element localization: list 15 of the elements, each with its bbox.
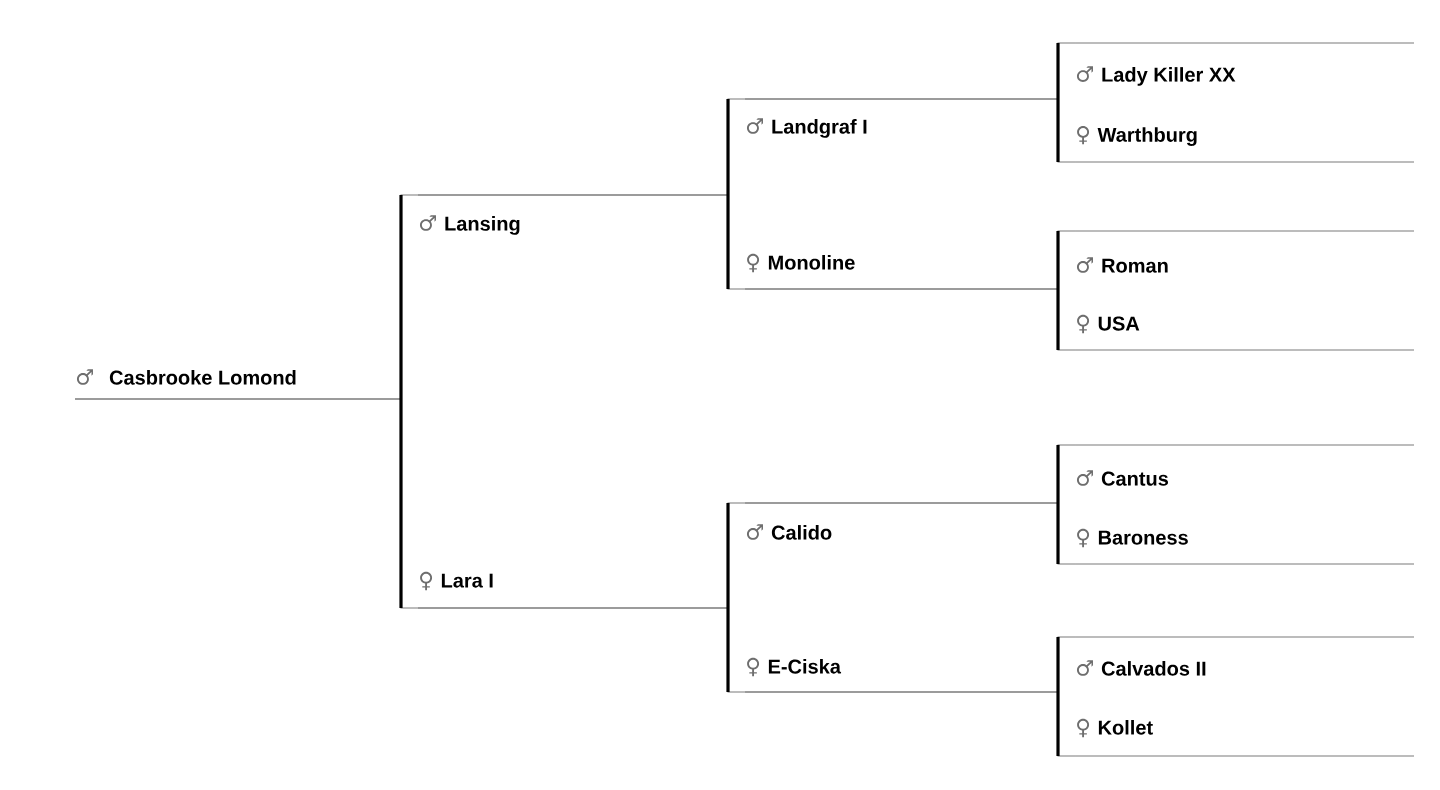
pedigree-entry: ♀ Monoline — [747, 253, 855, 273]
pedigree-entry: ♂ Calido — [746, 524, 832, 540]
pedigree-entry: ♂ Calvados II — [1076, 660, 1206, 676]
pedigree-entry: ♀ E-Ciska — [747, 657, 842, 677]
pedigree-entry: ♂ Lady Killer XX — [1076, 66, 1236, 86]
pedigree-entry: ♀ USA — [1077, 314, 1140, 334]
pedigree-entry: ♀ Warthburg — [1077, 126, 1197, 146]
pedigree-entry: ♂ Landgraf I — [746, 118, 867, 138]
pedigree-entry: ♂ Lansing — [419, 215, 520, 235]
pedigree-entry: ♂ Cantus — [1076, 470, 1168, 486]
pedigree-entry: ♀ Baroness — [1077, 528, 1188, 548]
pedigree-entry: ♀ Kollet — [1077, 718, 1153, 738]
pedigree-entry: ♂ Casbrooke Lomond — [76, 369, 296, 385]
pedigree-entry: ♂ Roman — [1076, 257, 1168, 273]
pedigree-entry: ♀ Lara I — [420, 571, 493, 591]
